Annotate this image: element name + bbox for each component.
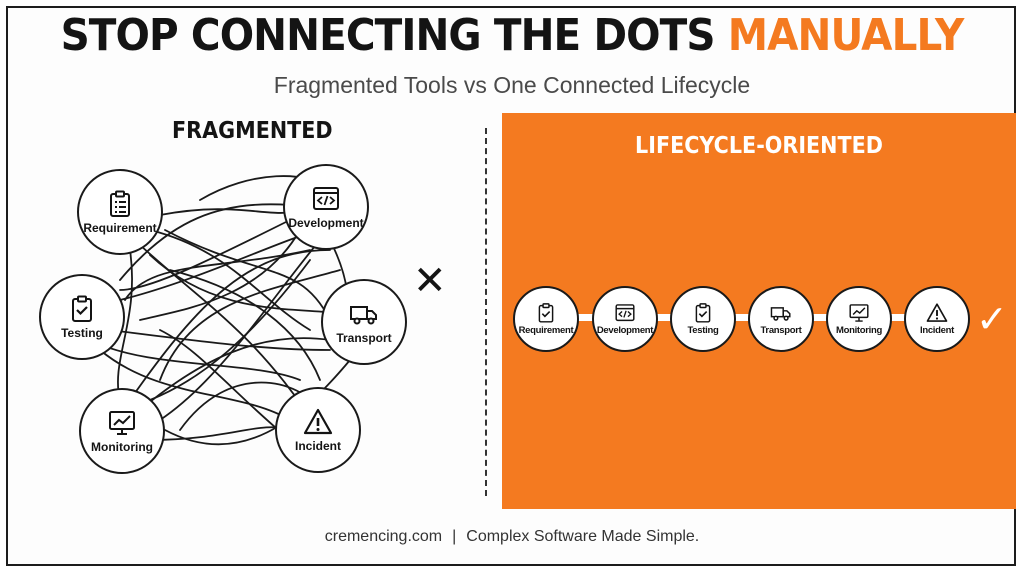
footer-tagline: Complex Software Made Simple. <box>466 528 700 545</box>
node-label: Monitoring <box>835 325 883 336</box>
lifecycle-node-transport: Transport <box>748 286 814 352</box>
fragmented-heading: FRAGMENTED <box>172 118 333 144</box>
node-label: Development <box>288 216 364 230</box>
fragmented-x-icon: ✕ <box>413 258 447 304</box>
node-label: Transport <box>760 325 802 336</box>
node-label: Incident <box>294 439 341 453</box>
monitor-chart-icon <box>109 411 135 435</box>
code-window-icon <box>313 187 339 210</box>
lifecycle-node-development: Development <box>592 286 658 352</box>
lifecycle-node-requirement: Requirement <box>513 286 579 352</box>
lifecycle-node-monitoring: Monitoring <box>826 286 892 352</box>
monitor-chart-icon <box>849 304 869 322</box>
node-label: Incident <box>919 325 955 336</box>
footer-separator: | <box>452 528 457 545</box>
footer-site: cremencing.com <box>324 528 443 545</box>
fragmented-node-development: Development <box>283 164 369 250</box>
node-label: Monitoring <box>91 440 153 454</box>
page-title: STOP CONNECTING THE DOTS MANUALLY <box>41 10 983 61</box>
node-label: Requirement <box>518 325 574 336</box>
lifecycle-node-incident: Incident <box>904 286 970 352</box>
warning-triangle-icon <box>303 408 333 435</box>
node-label: Transport <box>336 331 392 345</box>
lifecycle-heading: LIFECYCLE-ORIENTED <box>635 133 883 159</box>
node-label: Testing <box>61 326 103 340</box>
node-label: Testing <box>687 325 719 336</box>
fragmented-node-monitoring: Monitoring <box>79 388 165 474</box>
code-window-icon <box>615 304 635 322</box>
lifecycle-check-icon: ✓ <box>976 297 1008 341</box>
center-divider <box>485 128 487 496</box>
node-label: Development <box>596 325 654 336</box>
fragmented-node-transport: Transport <box>321 279 407 365</box>
fragmented-node-testing: Testing <box>39 274 125 360</box>
title-accent: MANUALLY <box>727 10 965 61</box>
node-label: Requirement <box>83 221 157 235</box>
lifecycle-node-testing: Testing <box>670 286 736 352</box>
page-subtitle: Fragmented Tools vs One Connected Lifecy… <box>273 72 751 98</box>
clipboard-check-icon <box>72 295 92 322</box>
warning-triangle-icon <box>926 303 948 322</box>
truck-icon <box>770 307 791 321</box>
fragmented-node-incident: Incident <box>275 387 361 473</box>
title-main: STOP CONNECTING THE DOTS <box>60 10 716 61</box>
footer: cremencing.com | Complex Software Made Sim… <box>0 528 1024 546</box>
clipboard-list-icon <box>110 190 130 217</box>
clipboard-check-icon <box>538 303 554 323</box>
fragmented-node-requirement: Requirement <box>77 169 163 255</box>
clipboard-check-icon <box>695 303 711 323</box>
truck-icon <box>350 306 377 325</box>
